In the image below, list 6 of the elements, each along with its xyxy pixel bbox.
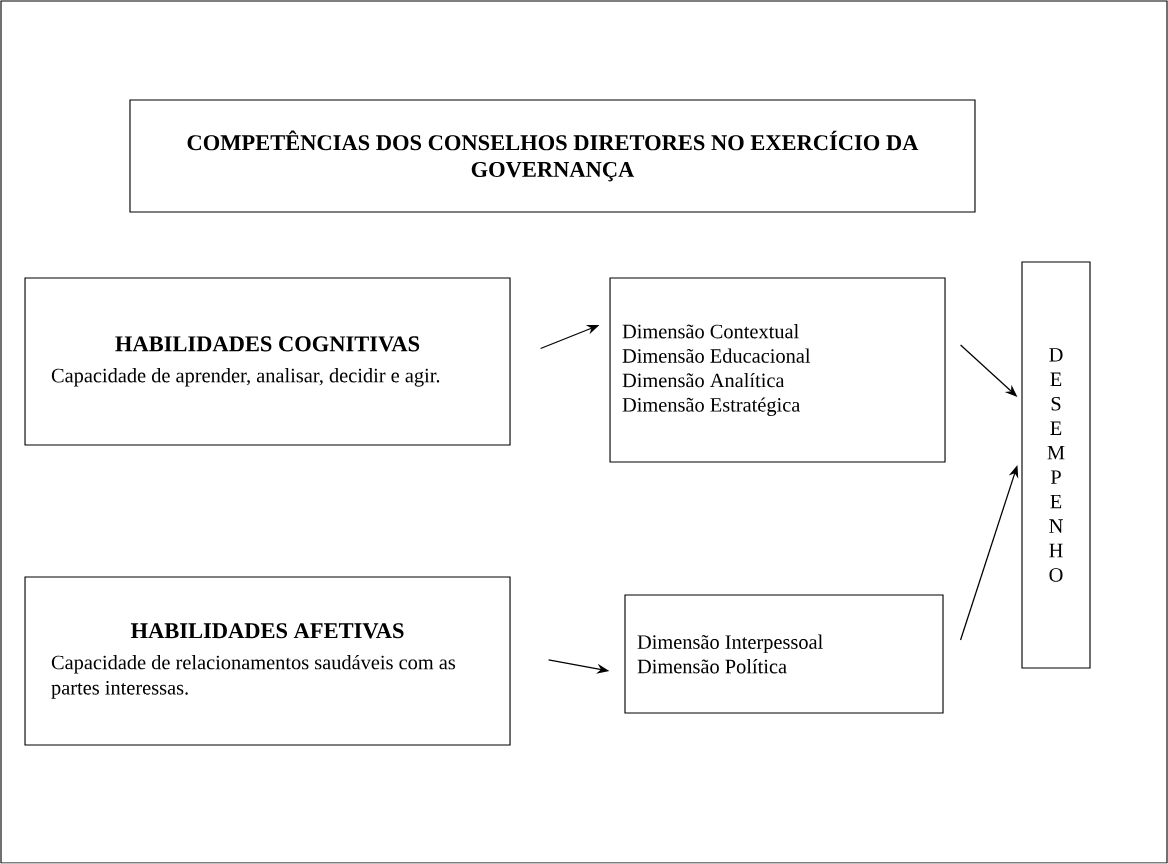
dimension-box: Dimensão Interpessoal Dimensão Política — [624, 594, 944, 714]
title-box: COMPETÊNCIAS DOS CONSELHOS DIRETORES NO EXERCÍCIO DA GOVERNANÇA — [129, 99, 976, 213]
vertical-text-box: D E S E M P E N H O — [1021, 261, 1091, 669]
skill-box: HABILIDADES AFETIVAS Capacidade de relacionamentos saudáveis com as partes interessas. — [24, 576, 511, 746]
dimension-box: Dimensão Contextual Dimensão Educacional Dimensão Analítica Dimensão Estratégica — [609, 277, 946, 463]
skill-box: HABILIDADES COGNITIVAS Capacidade de aprender, analisar, decidir e agir. — [24, 277, 511, 446]
